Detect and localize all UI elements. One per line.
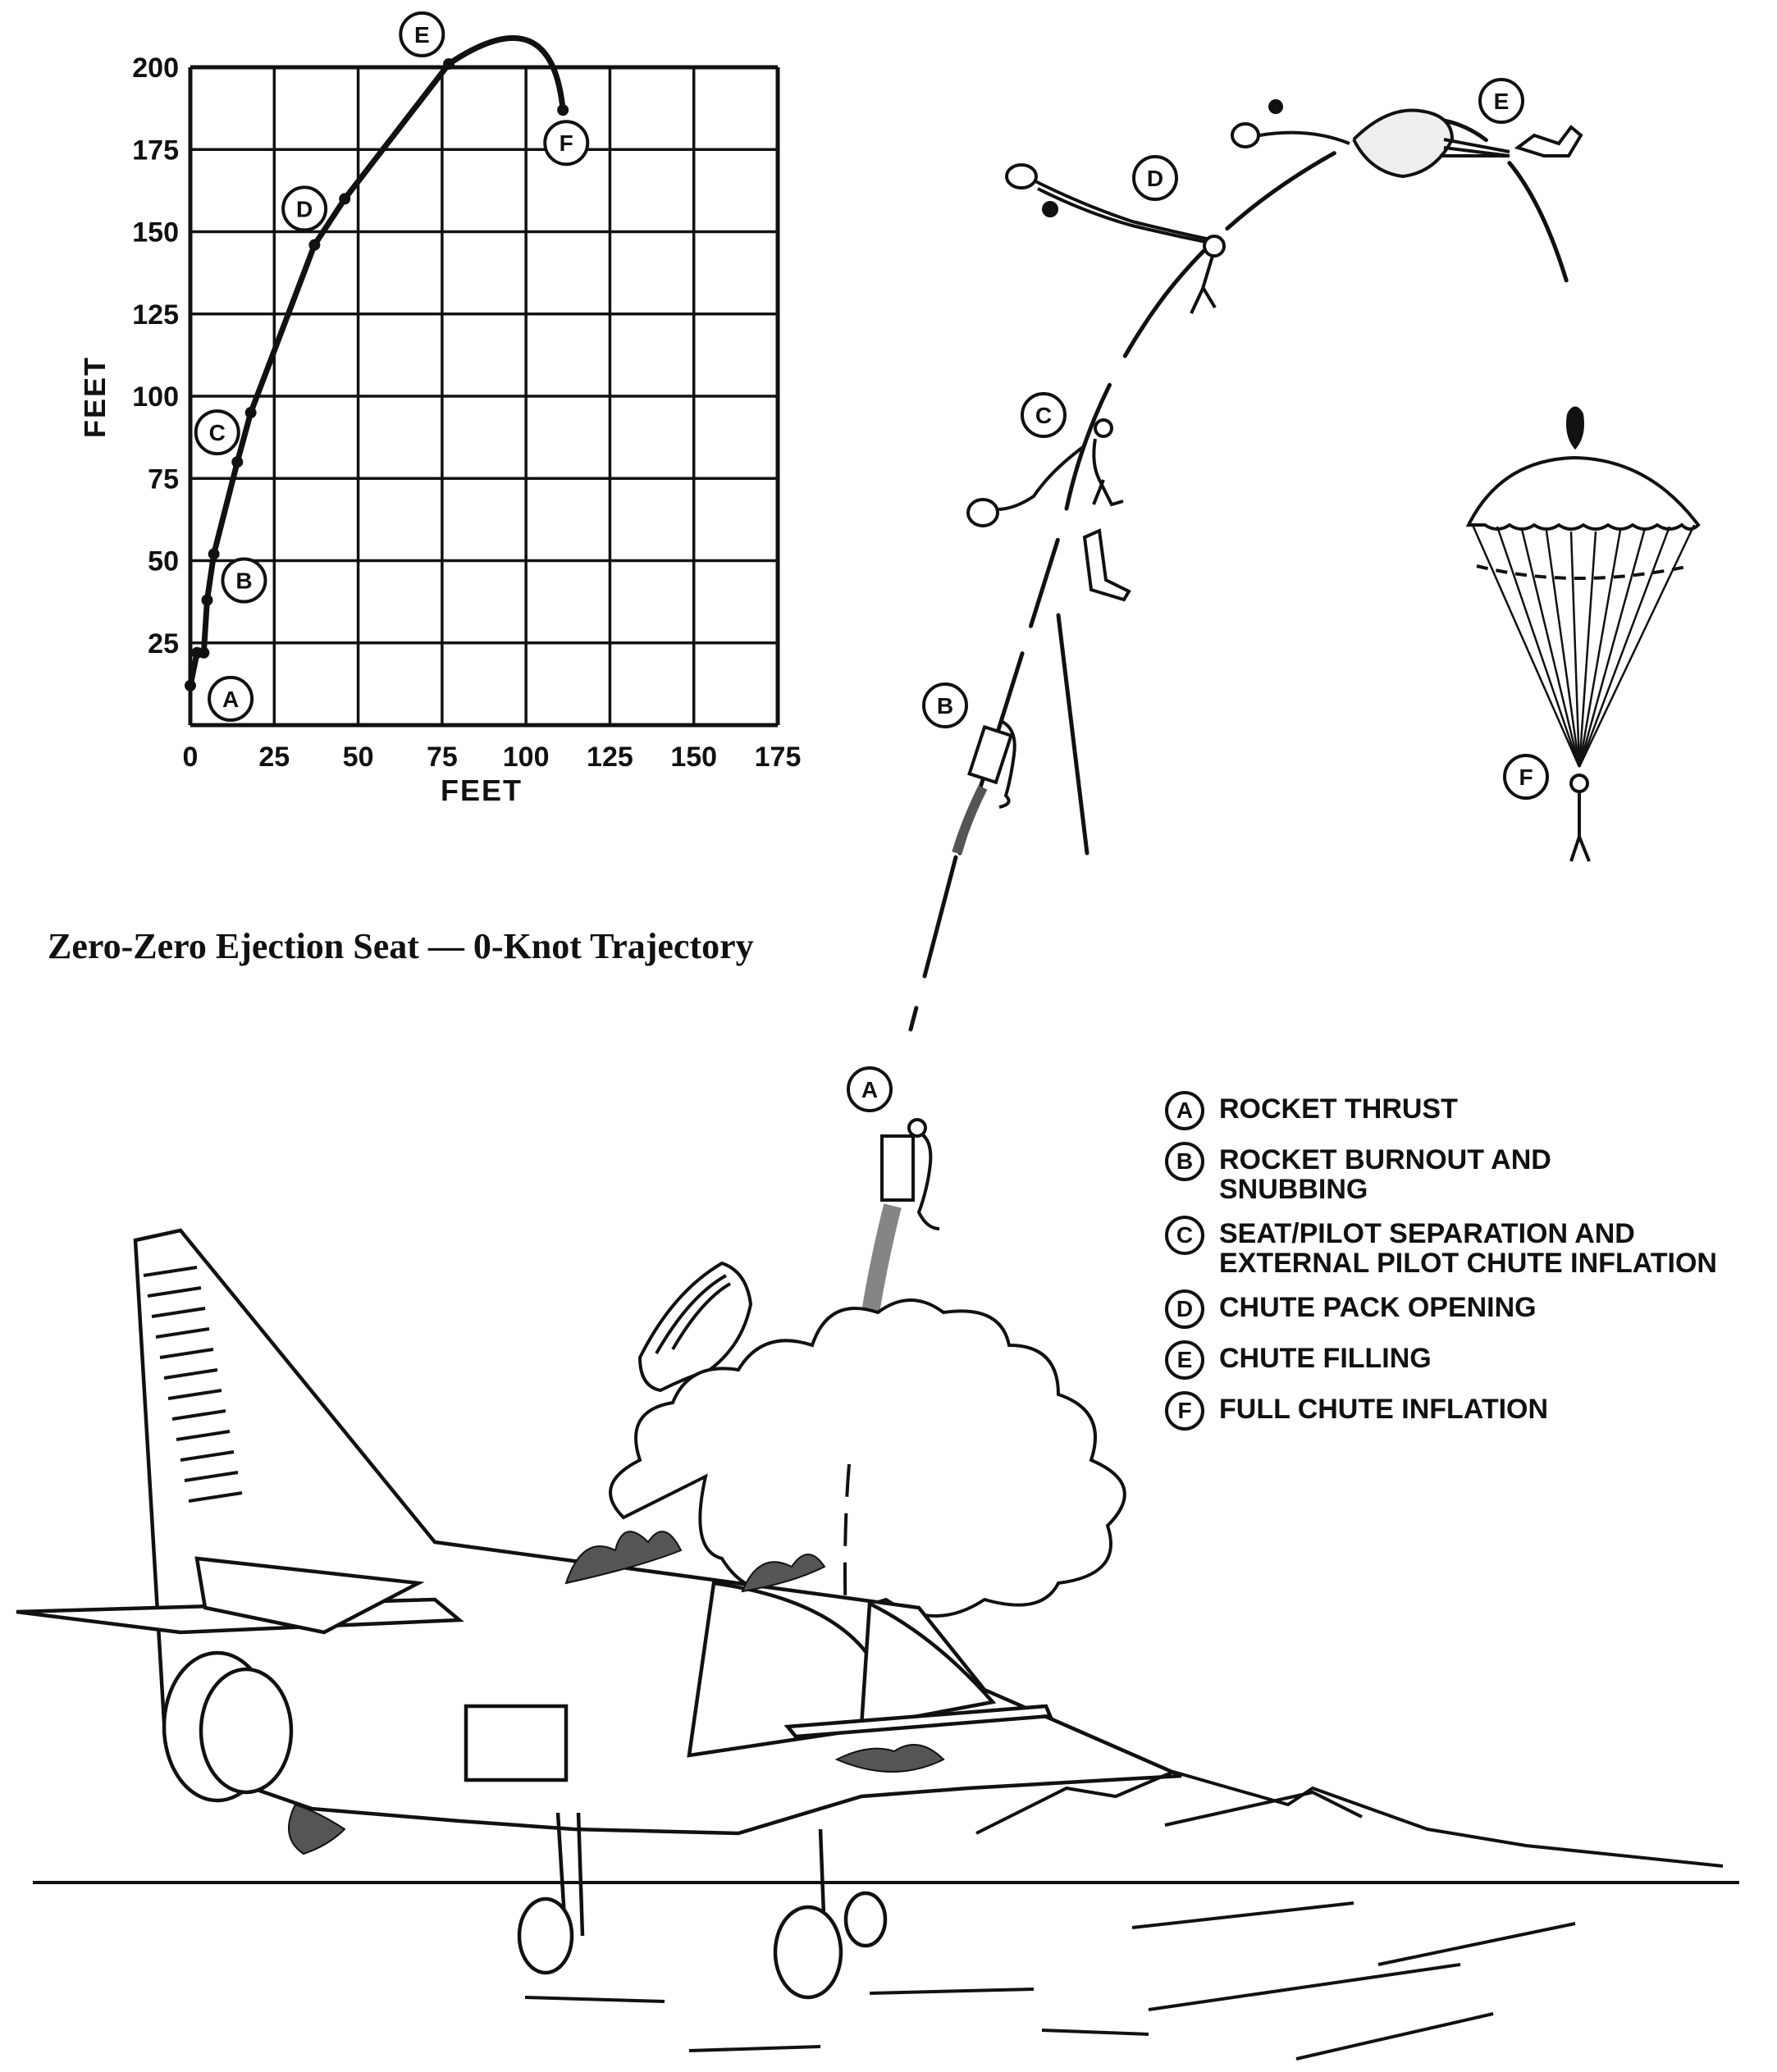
x-tick-label: 175 (755, 742, 802, 773)
legend-text-c: SEAT/PILOT SEPARATION AND EXTERNAL PILOT… (1219, 1218, 1717, 1279)
y-tick-label: 75 (148, 463, 179, 495)
y-tick-label: 150 (132, 217, 179, 249)
stage-marker-e: E (1478, 78, 1524, 124)
y-tick-label: 100 (132, 381, 179, 413)
data-point (231, 456, 244, 468)
stage-legend: A ROCKET THRUST B ROCKET BURNOUT AND SNU… (1165, 1091, 1756, 1442)
stage-marker-f: F (1503, 754, 1549, 800)
data-point (308, 239, 321, 251)
legend-text-d: CHUTE PACK OPENING (1219, 1292, 1537, 1323)
point-label-text: C (209, 420, 226, 445)
svg-text:C: C (1035, 403, 1052, 428)
stage-f-parachute (1465, 406, 1701, 862)
chart-tick-labels: 0 25 50 75 100 125 150 175 25 50 75 100 125 150 175 200 (132, 52, 801, 773)
ejection-trajectory-path (908, 116, 1578, 1032)
legend-badge-e: E (1165, 1340, 1204, 1380)
svg-text:F: F (1519, 764, 1533, 790)
canopy-piece (637, 1261, 753, 1393)
legend-badge-b: B (1165, 1142, 1204, 1181)
legend-text-b: ROCKET BURNOUT AND SNUBBING (1219, 1144, 1551, 1205)
svg-text:B: B (937, 693, 953, 719)
legend-badge-c: C (1165, 1216, 1204, 1255)
point-label-text: F (560, 130, 573, 156)
svg-text:E: E (1494, 89, 1510, 114)
x-tick-label: 25 (258, 742, 290, 773)
point-label-text: D (296, 196, 313, 221)
point-label-circle (399, 11, 445, 57)
legend-badge-f: F (1165, 1391, 1204, 1431)
legend-item-e: E CHUTE FILLING (1165, 1340, 1756, 1380)
data-point (198, 646, 210, 659)
point-label-text: A (222, 687, 239, 712)
stage-markers: A B C D E F (847, 78, 1549, 1112)
data-point (201, 594, 213, 606)
stage-a-seat-figure (859, 1118, 940, 1330)
aircraft-illustration (16, 1228, 1182, 2000)
data-point (208, 548, 220, 560)
stage-b-seat-figure (952, 720, 1016, 855)
x-tick-label: 0 (183, 742, 199, 773)
x-axis-label: FEET (441, 774, 523, 807)
figure-caption: Zero-Zero Ejection Seat — 0-Knot Traject… (48, 926, 754, 966)
svg-text:D: D (1147, 166, 1163, 191)
trajectory-chart: 0 25 50 75 100 125 150 175 25 50 75 100 125 150 175 200… (78, 11, 801, 807)
stage-c-separation-figure (966, 418, 1131, 602)
legend-text-a: ROCKET THRUST (1219, 1093, 1458, 1125)
stage-d-chute-pack-figure (1005, 163, 1226, 314)
x-tick-label: 150 (670, 742, 717, 773)
legend-item-b: B ROCKET BURNOUT AND SNUBBING (1165, 1142, 1756, 1204)
y-tick-label: 50 (148, 546, 179, 577)
chart-grid (188, 65, 780, 728)
svg-text:A: A (861, 1077, 878, 1102)
legend-item-d: D CHUTE PACK OPENING (1165, 1289, 1756, 1329)
data-point (443, 57, 455, 70)
x-tick-label: 125 (587, 742, 633, 773)
legend-item-c: C SEAT/PILOT SEPARATION AND EXTERNAL PIL… (1165, 1216, 1756, 1278)
legend-badge-d: D (1165, 1289, 1204, 1329)
y-tick-label: 175 (132, 135, 179, 166)
stage-marker-c: C (1021, 392, 1067, 438)
point-label-circle (221, 557, 267, 604)
point-label-circle (281, 185, 328, 232)
y-axis-label: FEET (78, 356, 112, 438)
ground-terrain (33, 1769, 1739, 2061)
stage-e-chute-filling-figure (1231, 99, 1583, 179)
stage-marker-d: D (1132, 155, 1178, 201)
chart-point-labels: A B C D E F (194, 11, 590, 722)
y-tick-label: 125 (132, 299, 179, 331)
point-label-circle (208, 675, 254, 722)
y-tick-label: 200 (132, 52, 179, 84)
x-tick-label: 75 (427, 742, 458, 773)
point-label-circle (194, 409, 240, 456)
x-tick-label: 50 (343, 742, 374, 773)
point-label-circle (543, 120, 590, 167)
data-point (557, 104, 569, 116)
legend-item-f: F FULL CHUTE INFLATION (1165, 1391, 1756, 1431)
stage-marker-b: B (922, 682, 968, 728)
trajectory-line (187, 34, 566, 689)
point-label-text: E (414, 22, 430, 48)
x-tick-label: 100 (503, 742, 550, 773)
legend-text-f: FULL CHUTE INFLATION (1219, 1394, 1549, 1425)
legend-badge-a: A (1165, 1091, 1204, 1130)
data-point (244, 407, 257, 419)
legend-text-e: CHUTE FILLING (1219, 1343, 1432, 1374)
legend-item-a: A ROCKET THRUST (1165, 1091, 1756, 1130)
y-tick-label: 25 (148, 628, 179, 659)
data-point (185, 679, 196, 691)
point-label-text: B (235, 568, 252, 594)
chart-series (185, 34, 569, 691)
stage-marker-a: A (847, 1066, 893, 1112)
data-point (339, 193, 351, 205)
